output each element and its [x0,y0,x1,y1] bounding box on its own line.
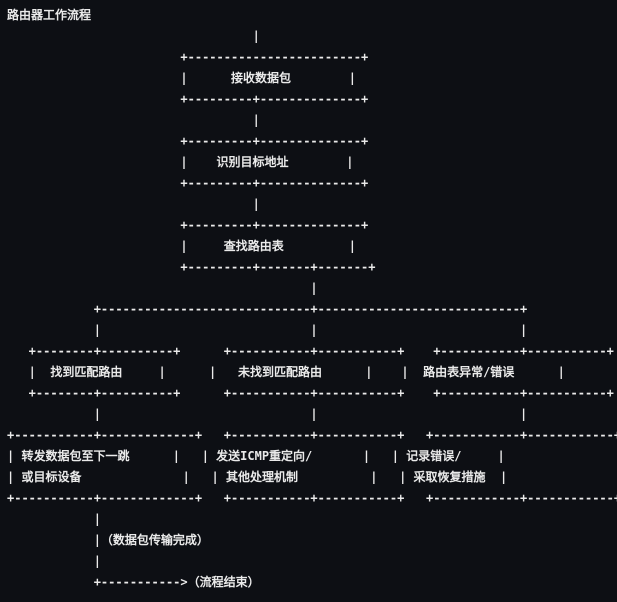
ascii-line: +---------+-------+-------+ [7,260,376,274]
ascii-line: | | | [7,323,528,337]
ascii-line: +--------+----------+ +-----------+-----… [7,344,614,358]
ascii-line: |（数据包传输完成） [7,533,209,547]
ascii-line: +---------+--------------+ [7,134,369,148]
ascii-line: +-----------+-------------+ +-----------… [7,491,617,505]
ascii-line: +----------->（流程结束） [7,575,260,589]
ascii-line: | 查找路由表 | [7,239,356,253]
ascii-line: | 识别目标地址 | [7,155,354,169]
ascii-line: | 接收数据包 | [7,71,356,85]
ascii-line: | [7,554,101,568]
ascii-line: | | | [7,407,528,421]
ascii-line: | 找到匹配路由 | | 未找到匹配路由 | | 路由表异常/错误 | [7,365,565,379]
ascii-line: | [7,197,260,211]
ascii-line: | 转发数据包至下一跳 | | 发送ICMP重定向/ | | 记录错误/ | [7,449,505,463]
ascii-line: | 或目标设备 | | 其他处理机制 | | 采取恢复措施 | [7,470,508,484]
flowchart-title: 路由器工作流程 [7,8,92,22]
ascii-line: +-----------------------------+---------… [7,302,528,316]
ascii-line: | [7,512,101,526]
ascii-line: | [7,281,318,295]
ascii-line: | [7,113,260,127]
ascii-line: +---------+--------------+ [7,92,369,106]
ascii-flowchart: 路由器工作流程 | +------------------------+ | 接… [7,5,617,593]
ascii-line: +------------------------+ [7,50,369,64]
ascii-line: | [7,29,260,43]
ascii-line: +--------+----------+ +-----------+-----… [7,386,614,400]
ascii-line: +---------+--------------+ [7,176,369,190]
ascii-line: +---------+--------------+ [7,218,369,232]
ascii-line: +-----------+-------------+ +-----------… [7,428,617,442]
